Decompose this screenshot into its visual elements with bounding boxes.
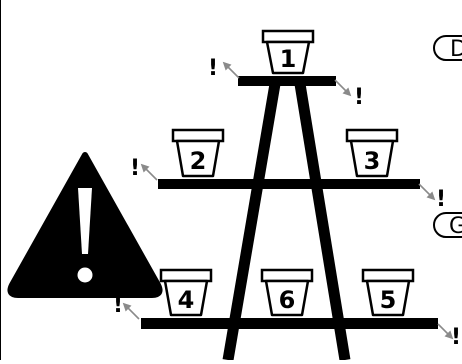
pot-label: 6: [279, 286, 296, 314]
tip-marker: !: [113, 293, 123, 318]
tip-marker: !: [451, 325, 461, 350]
pot-label: 4: [178, 286, 195, 314]
pot-2: 2: [173, 130, 223, 176]
pot-label: 3: [364, 147, 381, 175]
tip-arrow-icon: [124, 304, 139, 319]
side-label-g: G: [434, 213, 462, 239]
tip-marker: !: [354, 85, 364, 110]
pot-label: 5: [380, 286, 397, 314]
shelf-top: [238, 76, 336, 86]
tip-arrow-icon: [142, 165, 157, 180]
tip-arrow-icon: [419, 184, 434, 199]
tip-marker: !: [130, 156, 140, 181]
tip-marker: !: [208, 56, 218, 81]
tip-arrow-icon: [438, 324, 452, 338]
pot-label: 1: [280, 45, 297, 73]
stand-frame: [141, 76, 438, 360]
shelf-middle: [158, 179, 420, 189]
tip-arrow-icon: [224, 63, 239, 78]
tip-arrow-icon: [335, 80, 350, 95]
pot-1: 1: [263, 31, 313, 73]
pot-3: 3: [347, 130, 397, 176]
side-label-text: G: [449, 214, 462, 239]
pot-label: 2: [190, 147, 207, 175]
side-label-d: D: [434, 36, 462, 62]
side-label-text: D: [450, 37, 462, 62]
tip-marker: !: [436, 187, 446, 212]
pot-5: 5: [363, 270, 413, 315]
shelf-bottom: [141, 318, 438, 329]
pot-6: 6: [262, 270, 312, 315]
pot-4: 4: [161, 270, 211, 315]
